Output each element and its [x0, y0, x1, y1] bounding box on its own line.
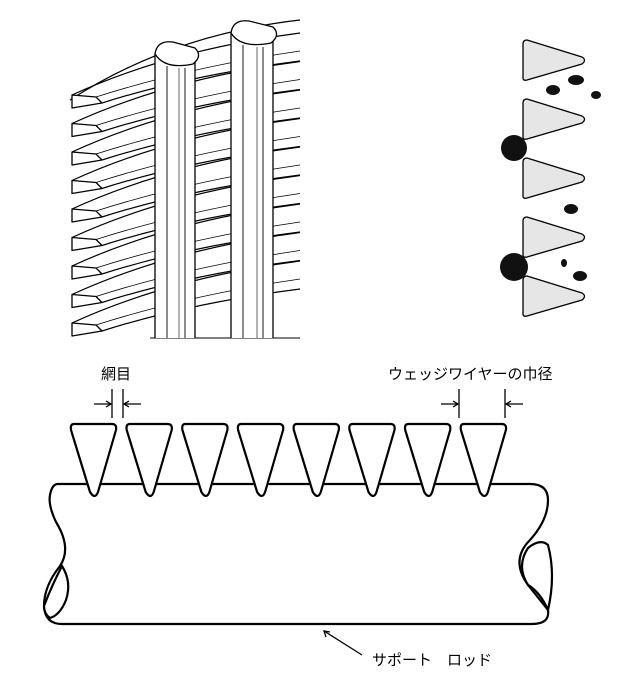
small-particle [564, 204, 578, 214]
cross-section-wedge-wire [236, 422, 285, 498]
support-rod-cap [230, 20, 278, 46]
large-particle [500, 253, 528, 281]
small-particle [561, 259, 567, 267]
particle-panel-wedge [522, 157, 586, 199]
particle-panel-wedge [522, 275, 586, 317]
cross-section-wedge-wire [69, 422, 118, 498]
support-rod-body-2 [231, 33, 273, 338]
particle-panel-wedges [522, 39, 586, 317]
perspective-wire-face [71, 322, 103, 337]
particle-panel-wedge [522, 39, 586, 81]
small-particle [568, 75, 584, 85]
cross-section-wedge-wire [403, 422, 452, 498]
particle-panel-particles [500, 75, 601, 281]
mesh-opening-dimension [94, 389, 141, 418]
perspective-wire-face [71, 265, 103, 280]
cross-section-wedge-wire [181, 422, 229, 498]
small-particle [546, 85, 560, 95]
perspective-wire-face [71, 122, 103, 138]
cross-section-wedge-wire [125, 422, 173, 498]
support-rod-body [42, 482, 554, 626]
cross-section-wedge-wire [292, 422, 341, 498]
perspective-wire-face [71, 236, 103, 252]
wire-width-label: ウェッジワイヤーの巾径 [388, 365, 553, 383]
perspective-wire-face [71, 208, 103, 223]
particle-panel-wedge [522, 98, 586, 140]
wire-width-dimension [441, 389, 523, 418]
support-rod-right-twist [520, 541, 554, 614]
cross-section-wedge-wires [69, 422, 508, 498]
particle-panel-wedge [522, 216, 586, 258]
support-rod-outline [42, 482, 550, 626]
wedge-wire-perspective-view [69, 19, 301, 339]
wedge-wire-cross-section: 網目 ウェッジワイヤーの巾径 サポート ロッド [42, 365, 554, 669]
small-particle [591, 91, 601, 99]
small-particle [573, 271, 587, 281]
perspective-wire-face [71, 94, 103, 109]
perspective-support-rods [154, 20, 278, 338]
particle-filtration-detail [500, 39, 601, 317]
support-rod-label: サポート ロッド [372, 651, 492, 669]
perspective-wire-face [71, 151, 103, 166]
cross-section-wedge-wire [459, 422, 508, 498]
mesh-opening-label: 網目 [101, 365, 131, 383]
support-rod-leader [323, 630, 363, 656]
support-rod-left-twist [42, 563, 70, 620]
cross-section-wedge-wire [348, 422, 396, 498]
perspective-wire-face [71, 179, 103, 195]
large-particle [501, 135, 527, 161]
perspective-wire-face [71, 293, 103, 309]
support-rod-body-1 [155, 54, 195, 338]
support-rod-cap [154, 41, 200, 67]
